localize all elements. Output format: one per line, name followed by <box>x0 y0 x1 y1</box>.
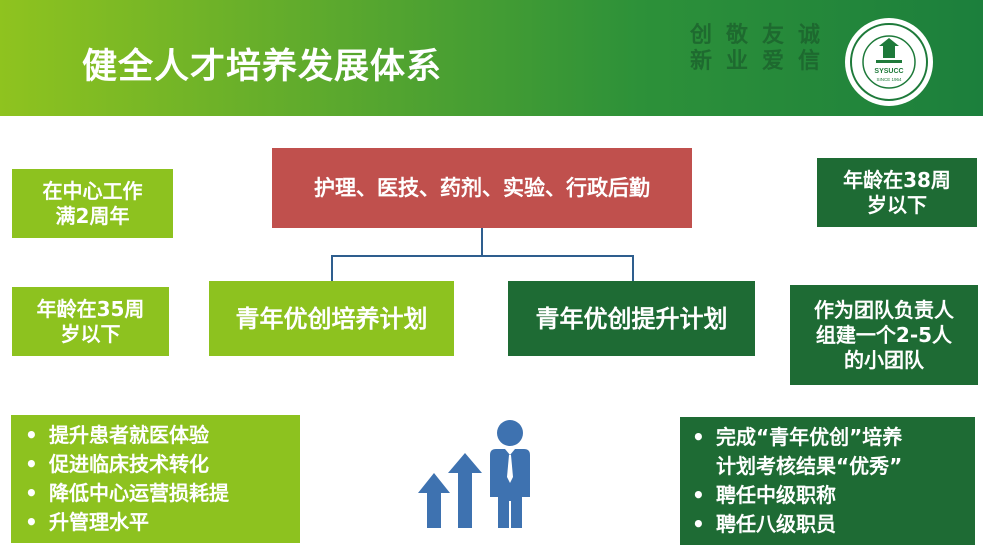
connector-left <box>331 255 333 281</box>
promotion-goals-list: • 完成“青年优创”培养 计划考核结果“优秀” • 聘任中级职称 • 聘任八级职… <box>680 417 975 545</box>
criteria-age-38: 年龄在38周 岁以下 <box>817 158 977 227</box>
bullet: • <box>25 481 38 505</box>
training-goal-item: • 提升患者就医体验 <box>25 421 292 450</box>
promotion-goal-item: 计划考核结果“优秀” <box>692 452 967 481</box>
criteria-team-lead-line-1: 作为团队负责人 <box>814 297 954 322</box>
motto-4-char-1: 诚 <box>797 22 820 48</box>
motto-3-char-2: 爱 <box>761 48 784 74</box>
criteria-team-lead: 作为团队负责人 组建一个2-5人 的小团队 <box>790 285 978 385</box>
businessman-icon <box>490 420 530 528</box>
training-goal-text: 升管理水平 <box>49 510 149 534</box>
promotion-goal-text: 聘任中级职称 <box>716 483 836 507</box>
promotion-goal-text: 聘任八级职员 <box>716 512 836 536</box>
promotion-goal-item: • 完成“青年优创”培养 <box>692 423 967 452</box>
training-goal-item: • 降低中心运营损耗提 <box>25 479 292 508</box>
motto-1: 创 新 <box>684 22 718 74</box>
header-banner: 健全人才培养发展体系 创 新 敬 业 友 爱 诚 信 SYSUCC SINCE … <box>0 0 983 116</box>
training-goal-text: 提升患者就医体验 <box>49 423 209 447</box>
training-goal-item: • 促进临床技术转化 <box>25 450 292 479</box>
criteria-work-years-line-1: 在中心工作 <box>42 178 143 203</box>
bullet: • <box>692 512 705 536</box>
criteria-team-lead-line-3: 的小团队 <box>844 347 924 372</box>
motto-2: 敬 业 <box>720 22 754 74</box>
connector-right <box>632 255 634 281</box>
criteria-age-35-line-1: 年龄在35周 <box>36 296 145 321</box>
promotion-goal-item: • 聘任八级职员 <box>692 510 967 539</box>
motto-2-char-2: 业 <box>725 48 748 74</box>
criteria-work-years-line-2: 满2周年 <box>55 203 130 228</box>
staff-category-box: 护理、医技、药剂、实验、行政后勤 <box>272 148 692 228</box>
training-goal-text: 降低中心运营损耗提 <box>49 481 229 505</box>
sysucc-logo: SYSUCC SINCE 1964 <box>845 18 933 106</box>
logo-text: SYSUCC <box>874 68 903 75</box>
arrow-small-icon <box>418 473 450 528</box>
arrow-large-icon <box>448 453 482 528</box>
logo-year: SINCE 1964 <box>876 77 902 82</box>
promotion-goal-text: 完成“青年优创”培养 <box>716 425 903 449</box>
criteria-age-38-line-1: 年龄在38周 <box>843 167 951 192</box>
motto-3-char-1: 友 <box>761 22 784 48</box>
criteria-age-35-line-2: 岁以下 <box>60 321 121 346</box>
criteria-age-35: 年龄在35周 岁以下 <box>12 287 169 356</box>
training-plan-box: 青年优创培养计划 <box>209 281 454 356</box>
growth-arrows-icon <box>418 420 530 528</box>
training-goal-text: 促进临床技术转化 <box>49 452 209 476</box>
bullet: • <box>25 452 38 476</box>
bullet: • <box>25 423 38 447</box>
promotion-goal-text: 计划考核结果“优秀” <box>716 454 903 478</box>
motto-4-char-2: 信 <box>797 48 820 74</box>
training-goals-list: • 提升患者就医体验 • 促进临床技术转化 • 降低中心运营损耗提 • 升管理水… <box>11 415 300 543</box>
promotion-goal-item: • 聘任中级职称 <box>692 481 967 510</box>
bullet: • <box>25 510 38 534</box>
criteria-work-years: 在中心工作 满2周年 <box>12 169 173 238</box>
connector-vertical-main <box>481 228 483 256</box>
criteria-team-lead-line-2: 组建一个2-5人 <box>815 322 953 347</box>
training-goal-item: • 升管理水平 <box>25 508 292 537</box>
bullet: • <box>692 483 705 507</box>
connector-horizontal <box>331 255 634 257</box>
page-title: 健全人才培养发展体系 <box>82 47 443 87</box>
bullet: • <box>692 425 705 449</box>
promotion-plan-box: 青年优创提升计划 <box>508 281 755 356</box>
motto-2-char-1: 敬 <box>725 22 748 48</box>
motto-1-char-2: 新 <box>689 48 712 74</box>
motto-1-char-1: 创 <box>689 22 712 48</box>
criteria-age-38-line-2: 岁以下 <box>867 192 927 217</box>
motto-4: 诚 信 <box>792 22 826 74</box>
motto-3: 友 爱 <box>756 22 790 74</box>
